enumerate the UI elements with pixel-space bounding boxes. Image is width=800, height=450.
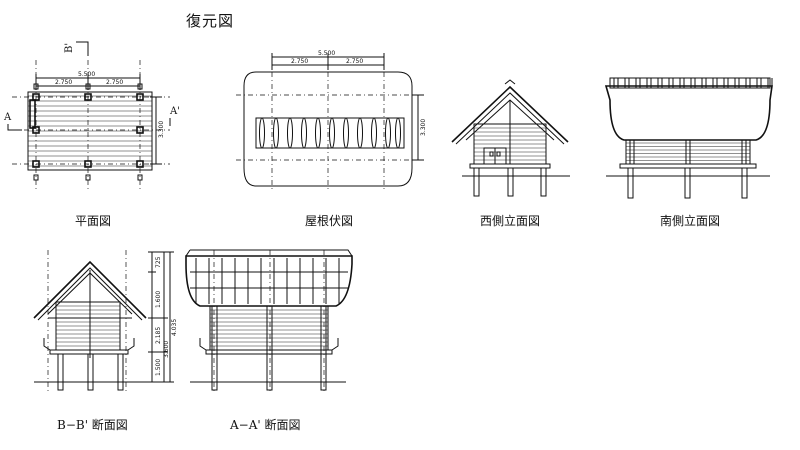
dim-3600: 3.600 xyxy=(163,341,170,358)
west-elevation-drawing xyxy=(451,79,570,197)
plan-dim-half-right: 2.750 xyxy=(106,79,123,86)
roof-dim-total: 5.500 xyxy=(318,50,335,57)
caption-plan: 平面図 xyxy=(75,214,112,228)
dim-1500: 1.500 xyxy=(155,359,162,376)
roof-plan-drawing: 5.500 2.750 2.750 3.300 xyxy=(236,50,427,192)
caption-south-elevation: 南側立面図 xyxy=(660,214,721,228)
roof-dim-half-left: 2.750 xyxy=(291,58,308,65)
section-height-dimensions: 725 1.600 2.185 4.035 3.600 1.500 xyxy=(148,251,178,383)
caption-roof-plan: 屋根伏図 xyxy=(305,214,354,228)
sheet-title: 復元図 xyxy=(186,12,235,30)
section-marker-b-prime: B' xyxy=(64,43,75,53)
dim-1600: 1.600 xyxy=(155,291,162,308)
plan-dim-half-left: 2.750 xyxy=(55,79,72,86)
plan-dim-depth: 3.300 xyxy=(158,121,165,138)
caption-west-elevation: 西側立面図 xyxy=(480,214,541,228)
roof-dim-depth: 3.300 xyxy=(420,119,427,136)
dim-2185: 2.185 xyxy=(155,327,162,344)
section-aa-drawing xyxy=(185,249,353,392)
section-marker-a-prime: A' xyxy=(169,106,180,117)
caption-section-bb: B−B' 断面図 xyxy=(57,418,128,432)
section-bb-drawing xyxy=(33,250,160,392)
south-elevation-drawing xyxy=(604,77,773,199)
roof-dim-half-right: 2.750 xyxy=(346,58,363,65)
section-marker-a: A xyxy=(3,112,12,123)
dim-725: 725 xyxy=(155,256,162,268)
dim-4035: 4.035 xyxy=(171,319,178,336)
plan-dim-total: 5.500 xyxy=(78,71,95,78)
floor-plan-drawing: 5.500 2.750 2.750 3.300 A A' B' xyxy=(3,41,180,192)
caption-section-aa: A−A' 断面図 xyxy=(230,418,301,432)
